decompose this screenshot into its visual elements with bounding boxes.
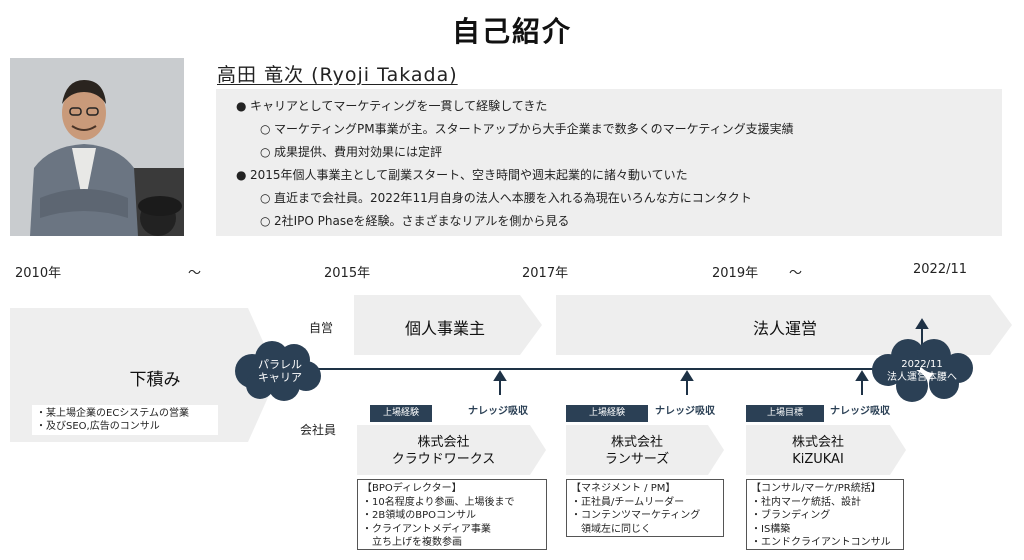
focus-cloud-text: 2022/11 法人運営本腰へ bbox=[887, 359, 957, 383]
groundwork-label: 下積み bbox=[129, 370, 181, 390]
bio-box: ●キャリアとしてマーケティングを一貫して経験してきた ○マーケティングPM事業が… bbox=[216, 89, 1002, 236]
tilde-1: 〜 bbox=[188, 266, 202, 281]
year-2010: 2010年 bbox=[15, 266, 62, 281]
year-2017: 2017年 bbox=[522, 266, 569, 281]
year-2015: 2015年 bbox=[324, 266, 371, 281]
bio-sub-bullet: ○直近まで会社員。2022年11月自身の法人へ本腰を入れる為現在いろんな方にコン… bbox=[260, 191, 752, 205]
knowledge-label: ナレッジ吸収 bbox=[830, 406, 890, 417]
groundwork-notes: ・某上場企業のECシステムの営業 ・及びSEO,広告のコンサル bbox=[32, 405, 218, 435]
sole-proprietor-label: 個人事業主 bbox=[404, 319, 485, 338]
listed-badge: 上場経験 bbox=[370, 405, 432, 422]
detail-line: ・エンドクライアントコンサル bbox=[751, 537, 891, 548]
detail-line: ・正社員/チームリーダー bbox=[571, 496, 685, 508]
up-arrows bbox=[493, 318, 929, 395]
page-title: 自己紹介 bbox=[451, 15, 572, 48]
detail-line: ・コンテンツマーケティング bbox=[571, 510, 701, 521]
year-2022-11: 2022/11 bbox=[913, 262, 968, 277]
crowdworks-details: 【BPOディレクター】 ・10名程度より参画、上場後まで ・2B領域のBPOコン… bbox=[357, 479, 547, 550]
detail-line: 【マネジメント / PM】 bbox=[571, 483, 676, 494]
detail-line: 立ち上げを複数参画 bbox=[362, 537, 462, 548]
lancers-details: 【マネジメント / PM】 ・正社員/チームリーダー ・コンテンツマーケティング… bbox=[566, 479, 724, 537]
kizukai-details: 【コンサル/マーケ/PR統括】 ・社内マーケ統括、設計 ・ブランディング ・IS… bbox=[746, 479, 904, 550]
bio-bullet: ●キャリアとしてマーケティングを一貫して経験してきた bbox=[236, 99, 548, 113]
parallel-career-text: パラレル キャリア bbox=[258, 358, 302, 384]
year-2019: 2019年 bbox=[712, 266, 759, 281]
corporation-label: 法人運営 bbox=[752, 319, 817, 338]
target-badge: 上場目標 bbox=[746, 405, 824, 422]
person-illustration bbox=[10, 58, 184, 236]
detail-line: ・10名程度より参画、上場後まで bbox=[362, 496, 515, 508]
company-band-2 bbox=[566, 425, 724, 475]
company-name-lancers: 株式会社 ランサーズ bbox=[604, 435, 670, 467]
bio-bullet: ●2015年個人事業主として副業スタート、空き時間や週末起業的に諸々動いていた bbox=[236, 168, 688, 182]
person-name: 高田 竜次 (Ryoji Takada) bbox=[217, 64, 458, 86]
bio-sub-bullet: ○成果提供、費用対効果には定評 bbox=[260, 145, 443, 159]
knowledge-label: ナレッジ吸収 bbox=[655, 406, 715, 417]
bio-sub-bullet: ○2社IPO Phaseを経験。さまざまなリアルを側から見る bbox=[260, 214, 570, 228]
detail-line: 【BPOディレクター】 bbox=[362, 483, 462, 494]
listed-badge: 上場経験 bbox=[566, 405, 648, 422]
corporation-band bbox=[556, 295, 1012, 355]
company-band-3 bbox=[746, 425, 906, 475]
detail-line: 【コンサル/マーケ/PR統括】 bbox=[751, 483, 881, 494]
company-name-kizukai: 株式会社 KiZUKAI bbox=[791, 435, 844, 467]
company-name-crowdworks: 株式会社 クラウドワークス bbox=[391, 435, 496, 467]
detail-line: ・クライアントメディア事業 bbox=[362, 523, 491, 535]
detail-line: ・社内マーケ統括、設計 bbox=[751, 496, 861, 508]
tilde-2: 〜 bbox=[789, 266, 803, 281]
detail-line: ・IS構築 bbox=[751, 523, 791, 535]
detail-line: 領域左に同じく bbox=[571, 523, 651, 535]
detail-line: ・2B領域のBPOコンサル bbox=[362, 510, 476, 521]
bio-sub-bullet: ○マーケティングPM事業が主。スタートアップから大手企業まで数多くのマーケティン… bbox=[260, 122, 794, 136]
employee-label: 会社員 bbox=[300, 423, 337, 437]
detail-line: ・ブランディング bbox=[751, 510, 831, 521]
knowledge-label: ナレッジ吸収 bbox=[468, 406, 528, 417]
focus-cloud bbox=[872, 339, 973, 402]
groundwork-note: ・及びSEO,広告のコンサル bbox=[36, 421, 160, 432]
company-band-1 bbox=[357, 425, 546, 475]
self-employed-label: 自営 bbox=[309, 321, 334, 335]
parallel-career-cloud bbox=[235, 341, 321, 401]
sole-proprietor-band bbox=[354, 295, 542, 355]
profile-photo bbox=[10, 58, 184, 236]
groundwork-note: ・某上場企業のECシステムの営業 bbox=[36, 408, 190, 419]
